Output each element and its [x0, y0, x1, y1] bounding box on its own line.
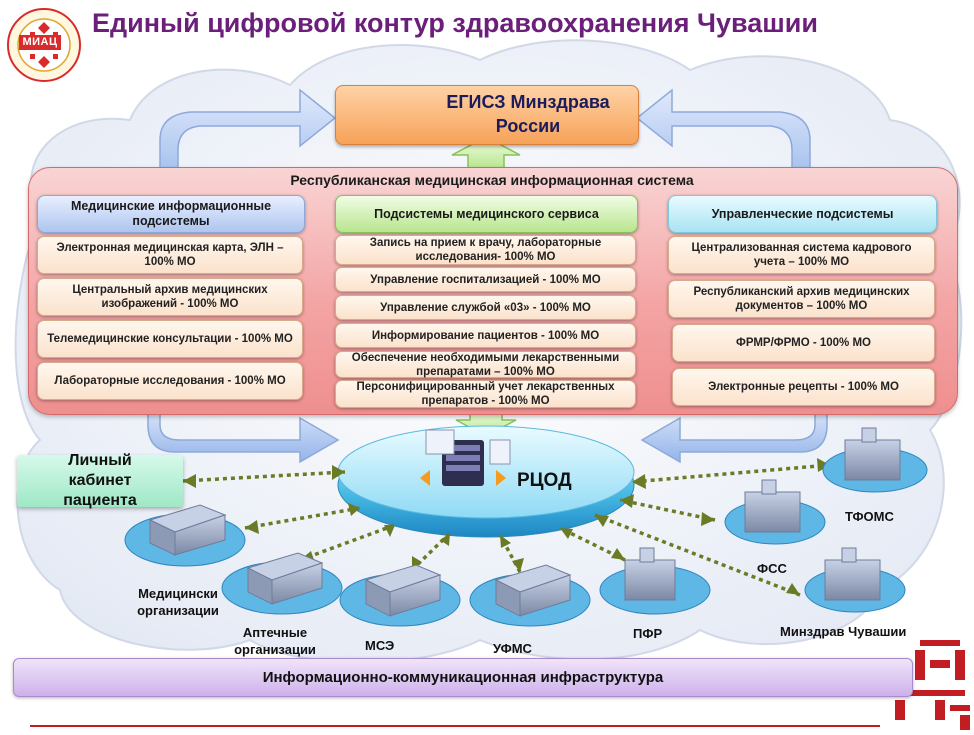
node-label-pfr: ПФР	[633, 626, 663, 641]
medical-subsystem-item: Телемедицинские консультации - 100% МО	[37, 320, 303, 358]
logo-abbreviation: МИАЦ	[19, 35, 61, 50]
patient-cabinet-box: Личный кабинет пациента	[17, 452, 183, 509]
column-header-service: Подсистемы медицинского сервиса	[335, 195, 638, 233]
service-subsystem-item: Обеспечение необходимыми лекарственными …	[335, 351, 636, 378]
node-label-pharmacy: Аптечные организации	[234, 625, 316, 657]
chuvash-ornament-icon	[895, 640, 970, 730]
node-label-med-org: Медицински организации	[137, 586, 219, 618]
infrastructure-label: Информационно-коммуникационная инфрастру…	[262, 669, 664, 686]
building-fss-icon	[724, 479, 826, 545]
service-subsystem-item: Управление госпитализацией - 100% МО	[335, 267, 636, 292]
arrow-up-left	[159, 88, 337, 201]
node-label-mse: МСЭ	[365, 638, 395, 653]
node-label-tfoms: ТФОМС	[845, 509, 894, 524]
node-label-fss: ФСС	[757, 561, 787, 576]
building-pfr-icon	[599, 547, 711, 615]
building-minzdrav-icon	[804, 547, 906, 613]
rmis-title: Республиканская медицинская информационн…	[290, 172, 694, 188]
connector-heads	[183, 458, 830, 595]
rcod-label: РЦОД	[517, 470, 572, 491]
patient-cabinet-label: Личный кабинет пациента	[63, 452, 137, 509]
service-subsystem-item: Персонифицированный учет лекарственных п…	[335, 380, 636, 408]
management-subsystem-item: Централизованная система кадрового учета…	[668, 236, 935, 274]
arrow-down-left	[147, 404, 340, 464]
arrow-up-right	[635, 88, 811, 201]
infrastructure-bar: Информационно-коммуникационная инфрастру…	[13, 658, 913, 697]
management-subsystem-item: Электронные рецепты - 100% МО	[672, 368, 935, 406]
node-label-ufms: УФМС	[493, 641, 532, 656]
building-pharmacy-icon	[221, 552, 343, 615]
building-medical-org-icon	[124, 504, 246, 567]
egisz-label-line1: ЕГИСЗ Минздрава	[446, 92, 610, 112]
service-subsystem-item: Информирование пациентов - 100% МО	[335, 323, 636, 348]
egisz-label: ЕГИСЗ Минздрава России	[428, 90, 628, 138]
egisz-box	[335, 85, 639, 145]
building-ufms-icon	[469, 564, 591, 627]
column-header-medical: Медицинские информационные подсистемы	[37, 195, 305, 233]
medical-subsystem-item: Электронная медицинская карта, ЭЛН – 100…	[37, 236, 303, 274]
column-header-management: Управленческие подсистемы	[668, 195, 937, 233]
service-subsystem-item: Управление службой «03» - 100% МО	[335, 295, 636, 320]
page-title: Единый цифровой контур здравоохранения Ч…	[92, 8, 818, 38]
service-subsystem-item: Запись на прием к врачу, лабораторные ис…	[335, 235, 636, 265]
server-stack-icon	[420, 429, 511, 486]
node-label-minzdrav: Минздрав Чувашии	[780, 624, 907, 639]
building-tfoms-icon	[822, 427, 928, 493]
arrow-down-right	[640, 404, 828, 464]
management-subsystem-item: Республиканский архив медицинских докуме…	[668, 280, 935, 318]
footer-divider	[30, 725, 880, 727]
building-mse-icon	[339, 564, 461, 627]
management-subsystem-item: ФРМР/ФРМО - 100% МО	[672, 324, 935, 362]
egisz-label-line2: России	[495, 116, 561, 136]
medical-subsystem-item: Лабораторные исследования - 100% МО	[37, 362, 303, 400]
medical-subsystem-item: Центральный архив медицинских изображени…	[37, 278, 303, 316]
